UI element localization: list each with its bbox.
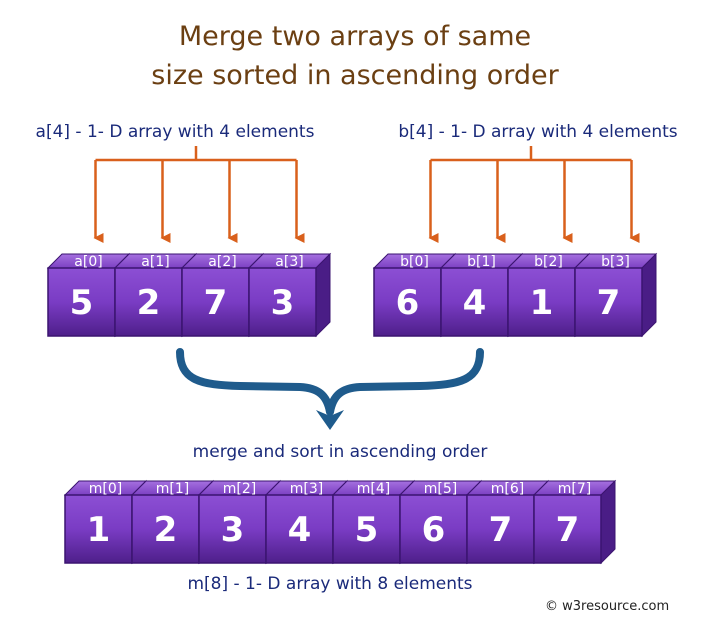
- array-a-cell-side: [315, 252, 331, 338]
- array-m-index-label: m[3]: [290, 481, 323, 497]
- array-b-index-label: b[0]: [400, 254, 429, 270]
- array-m-cell-face: [399, 494, 468, 564]
- array-m-cell-face: [533, 494, 602, 564]
- array-a-index-label: a[1]: [141, 254, 169, 270]
- array-m-cell-side: [600, 479, 616, 565]
- array-m-index-label: m[1]: [156, 481, 189, 497]
- array-a-arrows: [93, 146, 305, 243]
- array-a-cell-face: [114, 267, 183, 337]
- array-b-index-label: b[1]: [467, 254, 496, 270]
- array-a-value: 3: [271, 283, 295, 323]
- array-b-cell-3: b[3] 7: [573, 252, 658, 338]
- array-m-value: 1: [87, 510, 111, 550]
- title-line-2: size sorted in ascending order: [151, 60, 559, 91]
- array-b-cell-face: [507, 267, 576, 337]
- array-b-cell-face: [440, 267, 509, 337]
- array-m-value: 7: [556, 510, 580, 550]
- merge-arrow-head: [316, 410, 344, 430]
- array-b-value: 6: [396, 283, 420, 323]
- array-m-label: m[8] - 1- D array with 8 elements: [187, 574, 472, 594]
- array-a-index-label: a[2]: [208, 254, 236, 270]
- copyright: © w3resource.com: [545, 599, 669, 614]
- array-m-index-label: m[6]: [491, 481, 524, 497]
- array-a-cell-face: [47, 267, 116, 337]
- array-m-boxes: m[0] 1 m[1] 2 m[2] 3 m[3] 4 m[4] 5 m[5] 6 m[6] 7 m[7] 7: [63, 479, 617, 565]
- array-b-boxes: b[0] 6 b[1] 4 b[2] 1 b[3] 7: [372, 252, 658, 338]
- array-a-cell-3: a[3] 3: [247, 252, 332, 338]
- array-m-value: 6: [422, 510, 446, 550]
- array-a-index-label: a[0]: [74, 254, 102, 270]
- array-m-index-label: m[4]: [357, 481, 390, 497]
- title-line-1: Merge two arrays of same: [179, 21, 531, 52]
- array-m-index-label: m[0]: [89, 481, 122, 497]
- array-a-value: 2: [137, 283, 161, 323]
- array-b-index-label: b[3]: [601, 254, 630, 270]
- array-m-cell-face: [466, 494, 535, 564]
- array-m-index-label: m[7]: [558, 481, 591, 497]
- array-b-index-label: b[2]: [534, 254, 563, 270]
- array-a-boxes: a[0] 5 a[1] 2 a[2] 7 a[3] 3: [46, 252, 332, 338]
- array-m-value: 7: [489, 510, 513, 550]
- array-m-cell-face: [198, 494, 267, 564]
- array-b-value: 1: [530, 283, 554, 323]
- array-a-value: 7: [204, 283, 228, 323]
- array-b-label: b[4] - 1- D array with 4 elements: [398, 122, 677, 142]
- array-m-cell-7: m[7] 7: [532, 479, 617, 565]
- array-m-index-label: m[5]: [424, 481, 457, 497]
- array-b-cell-face: [373, 267, 442, 337]
- array-m-value: 5: [355, 510, 379, 550]
- array-b-arrows: [428, 146, 640, 243]
- array-a-index-label: a[3]: [275, 254, 303, 270]
- array-b-cell-face: [574, 267, 643, 337]
- array-a-cell-0: a[0] 5: [46, 252, 131, 338]
- array-b-value: 4: [463, 283, 487, 323]
- array-a-cell-face: [248, 267, 317, 337]
- array-b-cell-side: [641, 252, 657, 338]
- array-m-value: 3: [221, 510, 245, 550]
- array-b-value: 7: [597, 283, 621, 323]
- array-m-cell-face: [265, 494, 334, 564]
- array-m-cell-face: [332, 494, 401, 564]
- array-a-value: 5: [70, 283, 94, 323]
- array-m-value: 2: [154, 510, 178, 550]
- merge-arrow: [176, 348, 484, 416]
- array-m-value: 4: [288, 510, 312, 550]
- array-m-cell-face: [64, 494, 133, 564]
- array-m-index-label: m[2]: [223, 481, 256, 497]
- merge-caption: merge and sort in ascending order: [193, 442, 488, 462]
- array-a-label: a[4] - 1- D array with 4 elements: [36, 122, 315, 142]
